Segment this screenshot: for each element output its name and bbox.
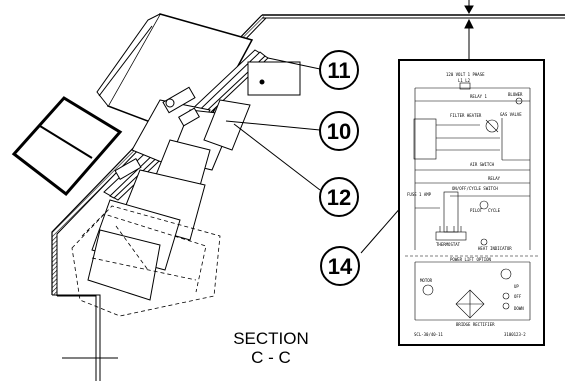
wiring-thermostat: THERMOSTAT [436, 242, 461, 247]
wiring-rectifier: BRIDGE RECTIFIER [456, 322, 495, 327]
insulation-band-lower [52, 232, 57, 296]
callout-14: 14 [320, 246, 360, 286]
svg-text:14: 14 [328, 254, 353, 279]
wiring-motor: MOTOR [420, 278, 433, 283]
wiring-cycle: CYCLE [488, 208, 501, 213]
wiring-diagram: 120 VOLT 1 PHASE L1 L2 RELAY 1 BLOWER FI… [398, 59, 545, 346]
svg-text:10: 10 [327, 119, 351, 144]
wiring-power-lift: POWER LIFT OPTION [450, 257, 492, 262]
wiring-fuse: FUSE 1 AMP [407, 192, 432, 197]
wiring-terminals: L1 L2 [458, 78, 471, 83]
wiring-switch: ON/OFF/CYCLE SWITCH [452, 186, 498, 191]
svg-text:11: 11 [327, 58, 350, 83]
heater-assembly [11, 13, 301, 301]
section-label-line2: C - C [251, 348, 291, 367]
wiring-pilot: PILOT [470, 208, 483, 213]
wiring-blower: BLOWER [508, 92, 523, 97]
svg-text:12: 12 [327, 185, 351, 210]
callout-12: 12 [319, 177, 359, 217]
hinged-outline [71, 205, 221, 317]
wiring-gas-valve: GAS VALVE [500, 112, 522, 117]
wiring-supply-label: 120 VOLT 1 PHASE [446, 72, 485, 77]
wiring-relay1: RELAY 1 [470, 94, 487, 99]
wiring-down: DOWN [514, 306, 524, 311]
wiring-heat-indicator: HEAT INDICATOR [478, 246, 512, 251]
wiring-air-switch: AIR SWITCH [470, 162, 495, 167]
callout-10: 10 [319, 111, 359, 151]
wiring-up: UP [514, 284, 519, 289]
section-label-line1: SECTION [233, 329, 309, 348]
arrow-marker [464, 0, 474, 60]
callout-leaders [225, 57, 417, 254]
wiring-model: SCL-30/40-11 [414, 332, 443, 337]
wiring-relay: RELAY [488, 176, 501, 181]
callout-11: 11 [319, 50, 359, 90]
wiring-filter-heater: FILTER HEATER [450, 113, 482, 118]
wiring-drawing-number: 3100123-2 [504, 332, 526, 337]
wiring-off: OFF [514, 294, 522, 299]
